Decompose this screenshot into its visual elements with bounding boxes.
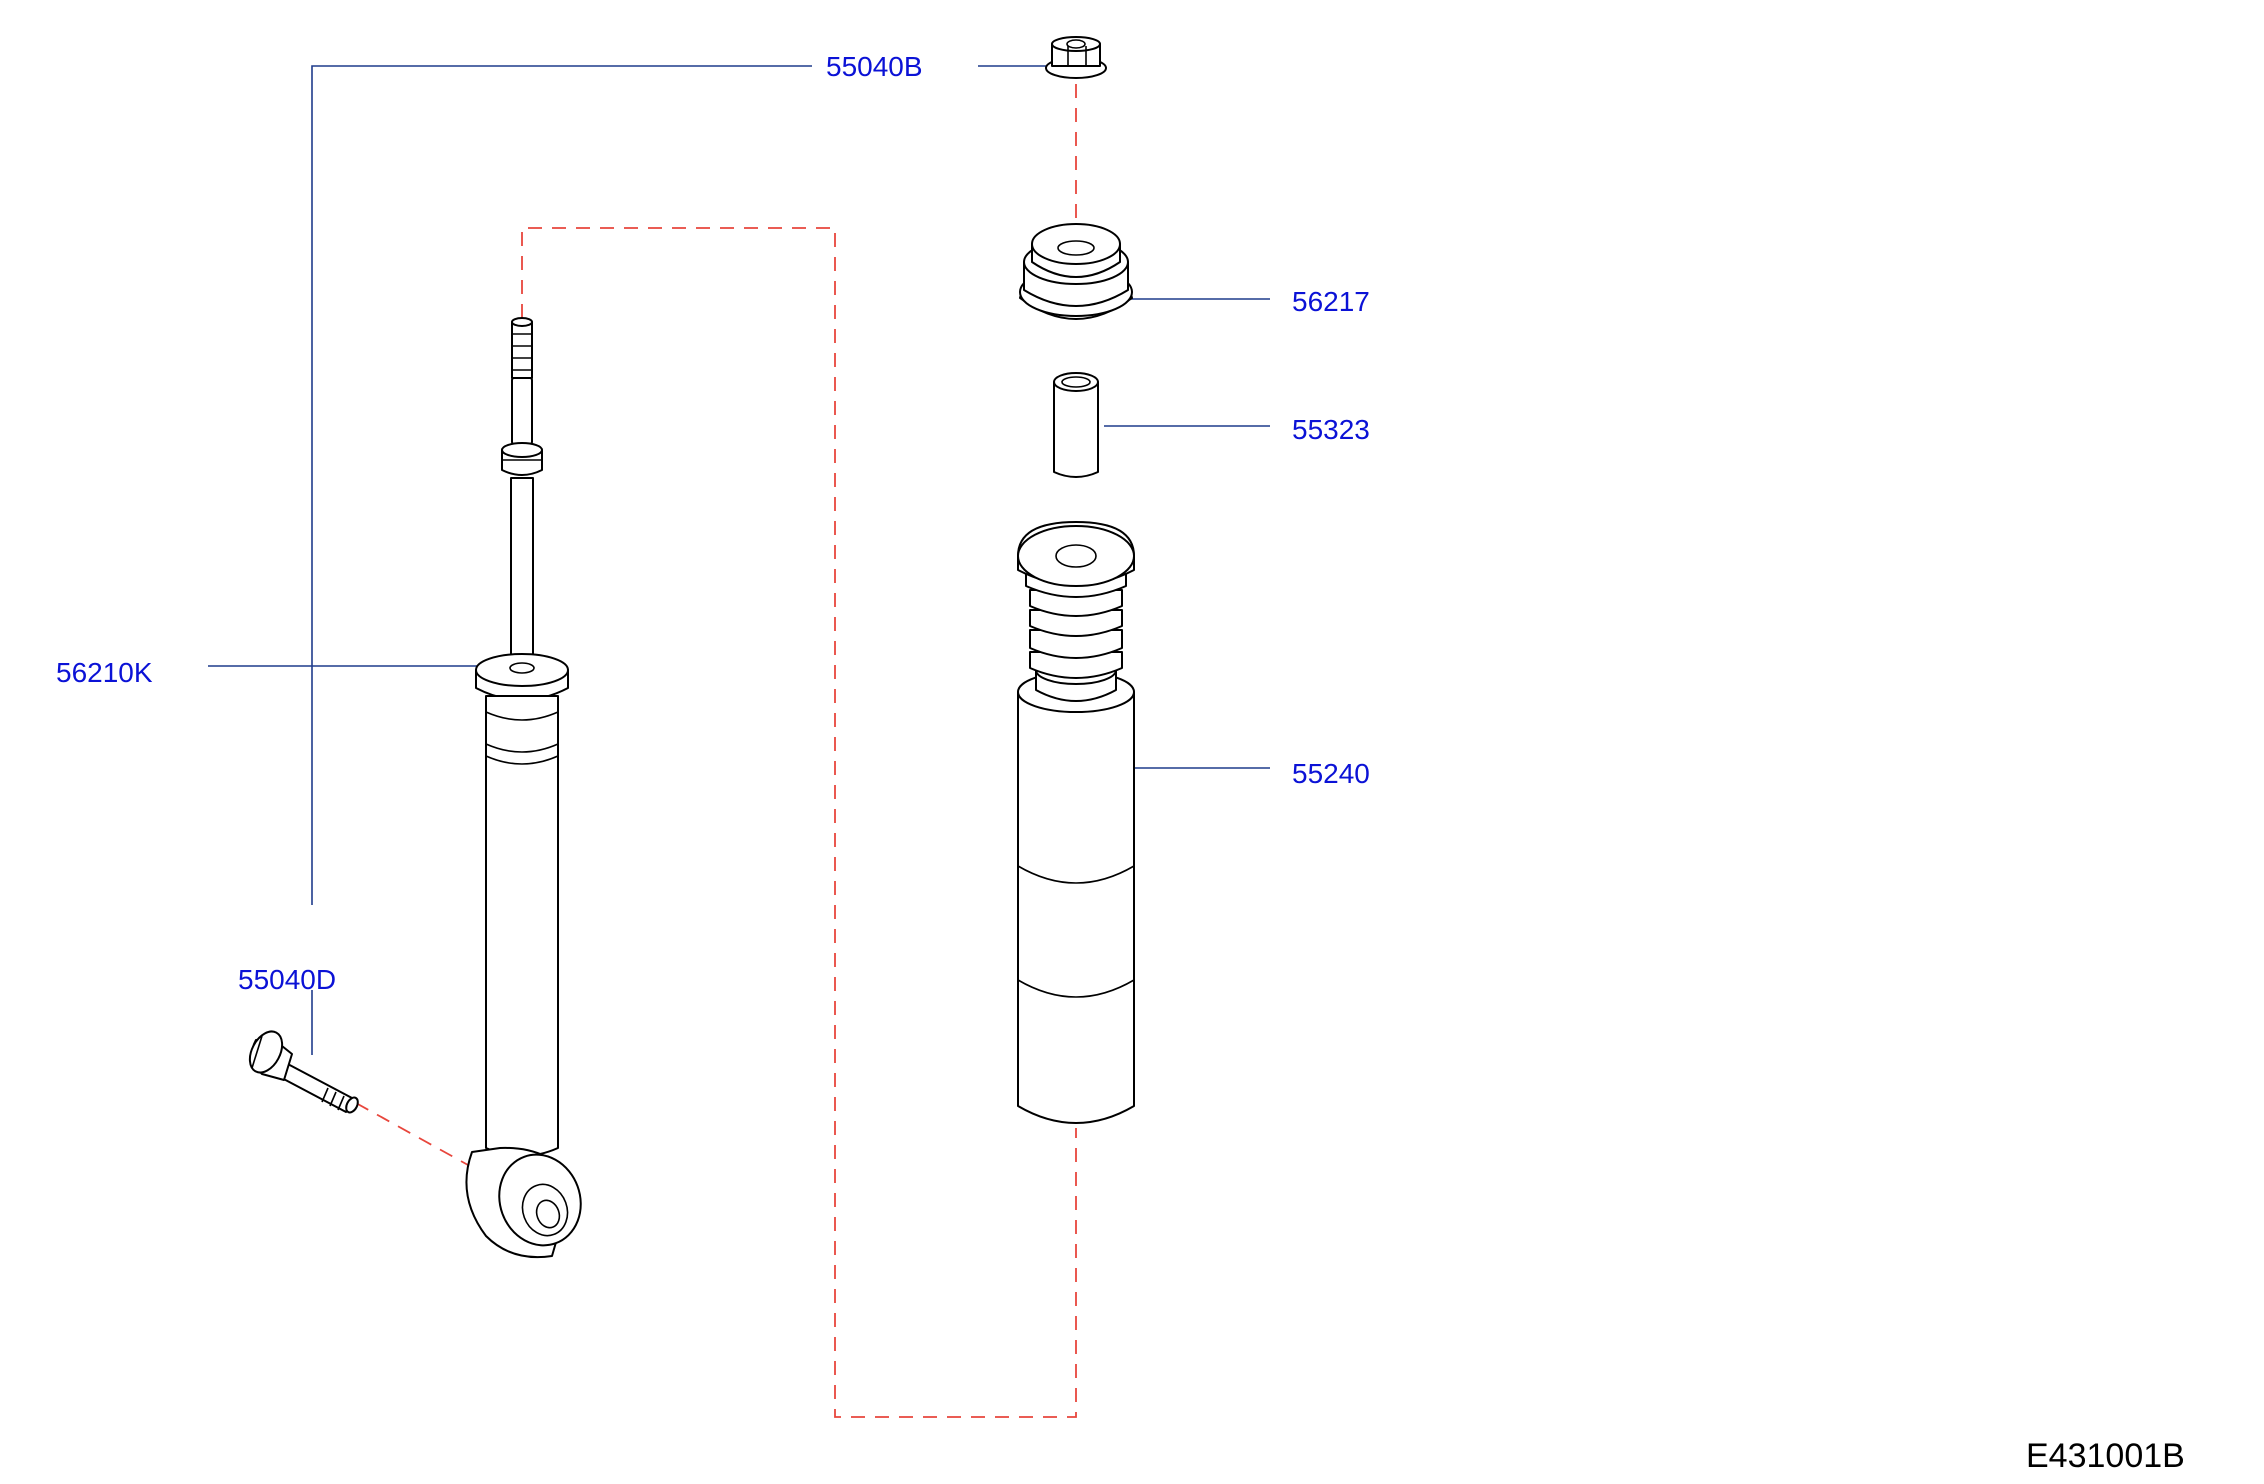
shock-absorber <box>465 317 582 1259</box>
flange-nut <box>1045 36 1107 79</box>
assembly-lines <box>355 84 1077 1418</box>
dash-bolt-to-eye <box>355 1102 469 1166</box>
part-label-56210k: 56210K <box>56 657 153 688</box>
dash-loop <box>521 227 1077 1418</box>
drawing-code: E431001B <box>2026 1437 2185 1475</box>
upper-mount <box>1019 223 1133 320</box>
part-label-55240: 55240 <box>1292 758 1370 789</box>
part-labels: 55040B 56217 55323 56210K 55240 55040D <box>56 51 1370 995</box>
part-label-55040b: 55040B <box>826 51 923 82</box>
bump-stop-dust-cover <box>1017 521 1135 1124</box>
leader-lines <box>208 65 1270 1055</box>
part-label-56217: 56217 <box>1292 286 1370 317</box>
leader-55040b-bracket <box>311 65 812 905</box>
lower-bolt <box>248 1030 359 1114</box>
part-label-55040d: 55040D <box>238 964 336 995</box>
spacer-sleeve <box>1053 372 1099 478</box>
part-label-55323: 55323 <box>1292 414 1370 445</box>
